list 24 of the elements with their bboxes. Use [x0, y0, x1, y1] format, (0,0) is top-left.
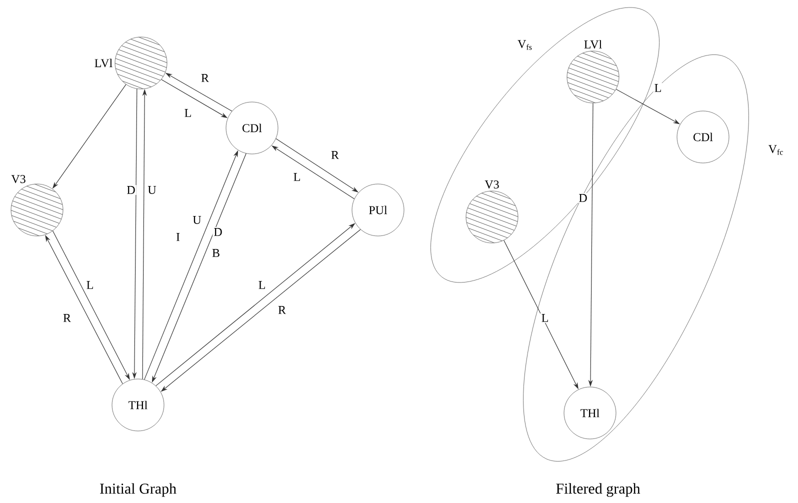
edge-label: R	[62, 313, 72, 323]
edge-label: R	[277, 305, 287, 315]
node-label: V3	[484, 180, 499, 189]
edge-label: R	[200, 73, 210, 83]
edge-label: L	[85, 280, 95, 290]
graph-caption: Initial Graph	[100, 483, 176, 497]
line-label: I	[176, 233, 180, 241]
node-label: LVl	[94, 58, 112, 68]
edge-label: D	[578, 193, 588, 203]
line-label: B	[212, 249, 220, 257]
graph-caption: Filtered graph	[556, 483, 640, 497]
node-label: LVl	[584, 40, 602, 49]
edge-label: L	[653, 83, 663, 93]
edge-label: R	[330, 150, 340, 160]
edge-label: D	[212, 227, 224, 237]
edge-label: D	[126, 185, 136, 195]
edge-label: L	[183, 108, 193, 118]
edge-label: U	[146, 185, 158, 195]
edge-label: L	[292, 172, 302, 182]
node-label: V3	[11, 175, 26, 184]
edge-label: L	[257, 280, 267, 290]
node-label: V$_{fc}$	[768, 145, 783, 155]
edge-label: L	[540, 313, 550, 323]
edge-label: U	[192, 215, 202, 225]
